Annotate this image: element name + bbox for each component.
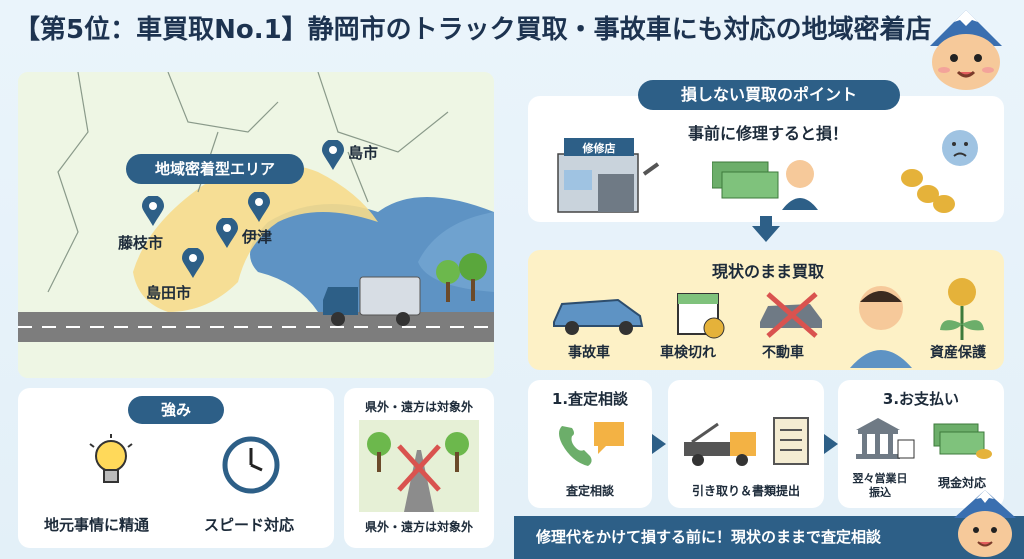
strength-local: 地元事情に精通 xyxy=(44,516,150,534)
strength-speed: スピード対応 xyxy=(204,516,295,534)
place-shimashi: 島市 xyxy=(348,144,379,162)
mascot-illustration xyxy=(930,10,1002,90)
bank-icon xyxy=(856,418,915,459)
lightbulb-icon xyxy=(89,434,133,483)
points-panel: 事前に修理すると損！ 修修店 xyxy=(528,96,1004,222)
location-pin-icon xyxy=(142,196,164,226)
immobile-car-icon xyxy=(760,292,822,338)
cta-banner: 修理代をかけて損する前に！現状のままで査定相談 xyxy=(514,516,1024,559)
page-title: 【第5位：車買取No.1】静岡市のトラック買取・事故車にも対応の地域密着店 xyxy=(14,15,932,45)
as-is-accident: 事故車 xyxy=(568,345,610,361)
cash-icon xyxy=(933,423,992,459)
place-shimada: 島田市 xyxy=(146,284,192,302)
damaged-car-icon xyxy=(553,298,644,335)
mascot-illustration xyxy=(954,490,1016,557)
as-is-asset: 資産保護 xyxy=(930,345,986,361)
place-izu: 伊津 xyxy=(242,228,273,246)
map-background xyxy=(18,72,494,378)
repair-shop-icon xyxy=(557,138,660,213)
step-arrow-icon xyxy=(652,434,666,454)
as-is-title: 現状のまま買取 xyxy=(711,262,824,281)
document-icon xyxy=(773,417,809,465)
location-pin-icon xyxy=(248,192,270,222)
out-of-area-bottom: 県外・遠方は対象外 xyxy=(364,520,473,534)
as-is-panel: 現状のまま買取 事故車 車検切れ 不動車 資産保護 xyxy=(528,250,1004,370)
place-fujieda: 藤枝市 xyxy=(118,234,164,252)
area-label: 地域密着型エリア xyxy=(126,154,304,184)
down-arrow-icon xyxy=(752,226,780,242)
step-1-label: 査定相談 xyxy=(565,484,614,498)
location-pin-icon xyxy=(216,218,238,248)
location-pin-icon xyxy=(322,140,344,170)
step-1-card: 1.査定相談 査定相談 xyxy=(528,380,652,508)
as-is-inspection: 車検切れ xyxy=(660,345,716,361)
strengths-title: 強み xyxy=(128,396,224,424)
blocked-road-icon xyxy=(359,420,479,512)
out-of-area-top: 県外・遠方は対象外 xyxy=(364,400,473,414)
step-3-label-a-line2: 振込 xyxy=(869,486,891,499)
step-2-label: 引き取り＆書類提出 xyxy=(691,484,800,498)
points-subtitle: 事前に修理すると損！ xyxy=(687,124,848,143)
location-pin-icon xyxy=(182,248,204,278)
calendar-icon xyxy=(677,293,725,339)
clock-icon xyxy=(222,436,280,494)
asset-plant-icon xyxy=(940,278,984,340)
step-3-label-b: 現金対応 xyxy=(937,476,986,490)
tow-truck-icon xyxy=(684,422,756,466)
step-3-card: 3.お支払い 翌々営業日 振込 現金対応 xyxy=(838,380,1004,508)
phone-chat-icon xyxy=(559,422,624,466)
shop-sign: 修修店 xyxy=(582,142,616,155)
as-is-immobile: 不動車 xyxy=(762,345,804,361)
points-title: 損しない買取のポイント xyxy=(638,80,900,110)
step-3-title: 3.お支払い xyxy=(882,390,960,408)
down-arrow-stem xyxy=(760,216,772,228)
step-2-card: 引き取り＆書類提出 xyxy=(668,380,824,508)
step-arrow-icon xyxy=(824,434,838,454)
step-1-title: 1.査定相談 xyxy=(551,390,629,408)
step-3-label-a-line1: 翌々営業日 xyxy=(852,472,908,485)
area-map: 地域密着型エリア 島市 藤枝市 伊津 島田市 xyxy=(18,72,494,378)
falling-coins-icon xyxy=(901,130,978,213)
person-icon xyxy=(850,286,912,368)
out-of-area-panel: 県外・遠方は対象外 県外・遠方は対象外 xyxy=(344,388,494,548)
strengths-panel: 強み 地元事情に精通 スピード対応 xyxy=(18,388,334,548)
money-icon xyxy=(712,160,818,210)
